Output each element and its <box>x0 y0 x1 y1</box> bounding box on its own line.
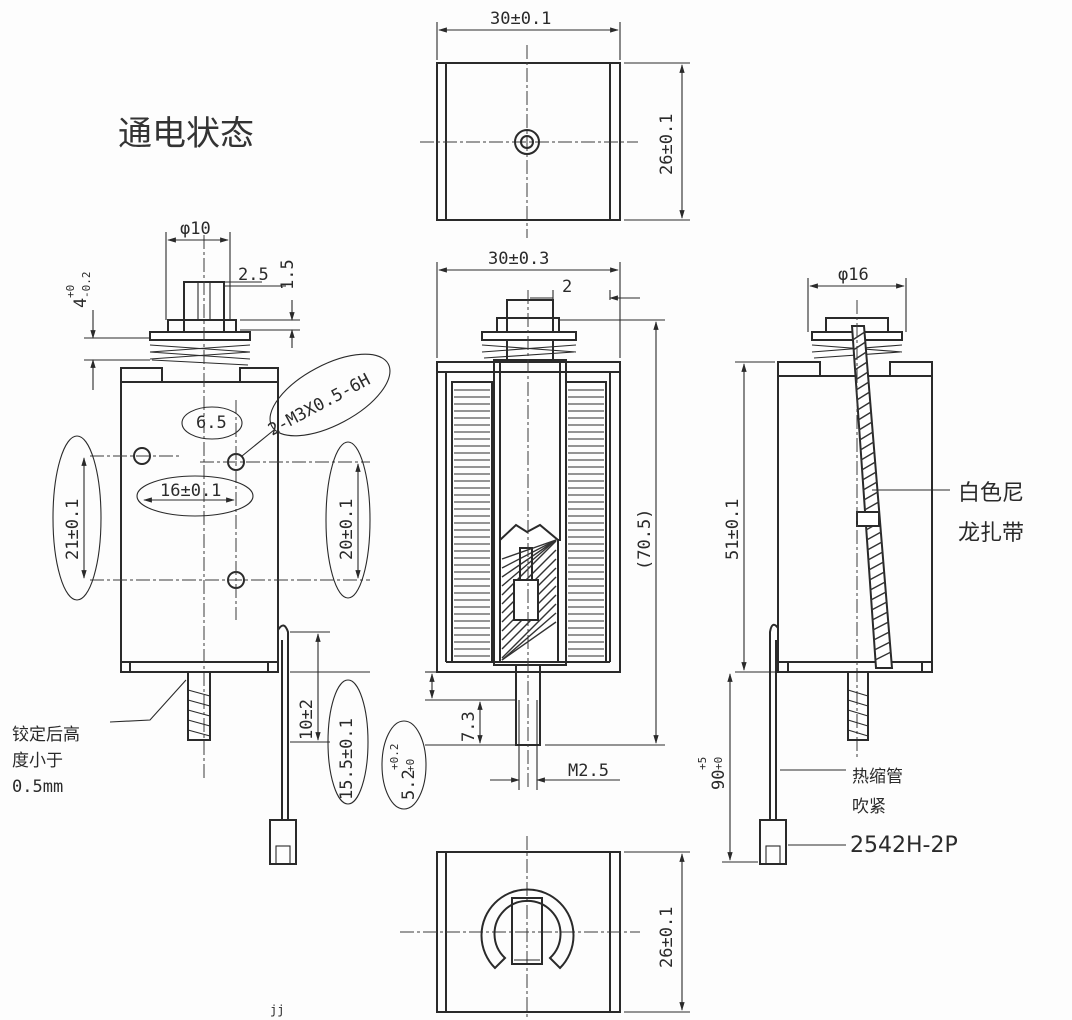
dim-10: 10±2 <box>297 699 317 740</box>
shrink-label-2: 吹紧 <box>852 797 886 817</box>
shrink-label-1: 热缩管 <box>852 767 903 787</box>
screw-hole-icon <box>514 129 540 155</box>
thread-callout: 2-M3X0.5-6H <box>265 370 374 441</box>
dim-2: 2 <box>562 277 572 297</box>
dia10-dim: φ10 <box>180 219 211 239</box>
stroke-dim: 4 <box>71 298 91 308</box>
lead-tol-sup: +5 <box>696 757 709 770</box>
bottom-height-dim: 26±0.1 <box>657 907 677 968</box>
footer-mark: jj <box>270 1003 284 1017</box>
right-view: φ16 51±0.1 90 +5 +0 白色尼 龙扎带 热缩管 吹紧 2542H… <box>696 265 1024 865</box>
height-51-dim: 51±0.1 <box>723 499 743 560</box>
dim-6-5: 6.5 <box>196 413 227 433</box>
dim-5-2-sub: +0 <box>404 759 417 772</box>
stroke-tol-sup: +0 <box>64 285 77 298</box>
connector-2p-icon <box>759 819 787 865</box>
hole-spacing-dim: 16±0.1 <box>160 481 221 501</box>
lead-tol-sub: +0 <box>712 757 725 770</box>
stroke-tol-sub: -0.2 <box>80 272 93 299</box>
top-width-dim: 30±0.1 <box>490 9 551 29</box>
dim-2-5: 2.5 <box>238 265 269 285</box>
dim-7-3: 7.3 <box>459 711 479 742</box>
rivet-note-line2: 度小于 <box>12 751 63 771</box>
height-21-dim: 21±0.1 <box>63 499 83 560</box>
top-height-dim: 26±0.1 <box>657 114 677 175</box>
top-view: 30±0.1 26±0.1 <box>420 9 690 238</box>
bottom-view: 26±0.1 jj <box>270 836 690 1020</box>
rivet-note-line1: 铰定后高 <box>12 725 80 745</box>
dia16-dim: φ16 <box>838 265 869 285</box>
cable-tie-label-2: 龙扎带 <box>958 521 1024 546</box>
dim-1-5: 1.5 <box>278 259 298 290</box>
dim-5-2-sup: +0.2 <box>388 744 401 771</box>
section-view: 30±0.3 2 (70.5) 7.3 5.2 +0.2 +0 M2.5 <box>381 249 665 810</box>
height-20-dim: 20±0.1 <box>337 499 357 560</box>
dim-15-5: 15.5±0.1 <box>337 718 357 800</box>
thread-m2-5-dim: M2.5 <box>568 761 609 781</box>
cable-tie-label-1: 白色尼 <box>958 481 1024 506</box>
left-view: φ10 2.5 1.5 4 +0 -0.2 6.5 2-M3X0.5-6H 16… <box>12 219 391 865</box>
cable-tie-icon <box>856 511 880 527</box>
section-width-dim: 30±0.3 <box>488 249 549 269</box>
connector-label: 2542H-2P <box>850 833 958 858</box>
rivet-note-line3: 0.5mm <box>12 777 63 797</box>
connector-icon <box>269 819 297 865</box>
dim-5-2: 5.2 <box>399 769 419 800</box>
length-70-5-dim: (70.5) <box>635 509 655 570</box>
lead-length-dim: 90 <box>709 770 729 790</box>
drawing-title: 通电状态 <box>118 114 254 154</box>
